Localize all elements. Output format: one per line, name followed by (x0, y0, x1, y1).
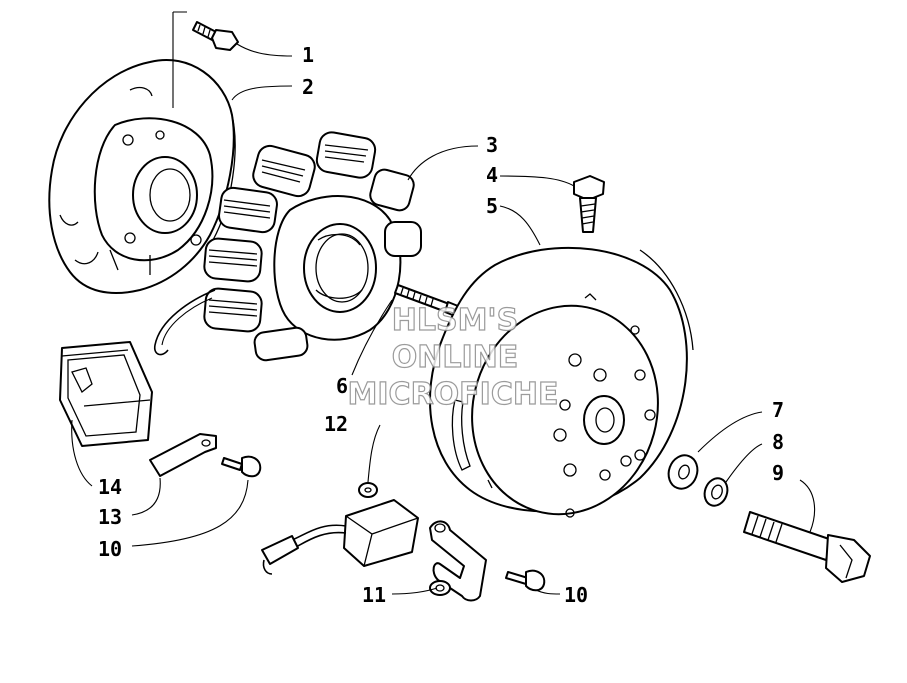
watermark-line-1: HLSM'S (392, 303, 518, 338)
part-screw-10a (221, 455, 262, 478)
part-flywheel-bolt-9 (743, 511, 871, 583)
callout-labels: 1 2 3 4 5 6 7 8 9 10 10 11 12 13 14 (98, 43, 784, 607)
callout-8: 8 (772, 430, 784, 454)
callout-6: 6 (336, 374, 348, 398)
callout-3: 3 (486, 133, 498, 157)
part-stator-housing (48, 59, 236, 294)
callout-1: 1 (302, 43, 314, 67)
callout-5: 5 (486, 194, 498, 218)
callout-7: 7 (772, 398, 784, 422)
part-plate-14 (59, 341, 153, 447)
watermark: HLSM'S ONLINE MICROFICHE (347, 302, 559, 412)
part-lockwasher-8 (703, 477, 729, 507)
callout-10-right: 10 (564, 583, 588, 607)
watermark-line-3: MICROFICHE (348, 377, 559, 412)
callout-9: 9 (772, 461, 784, 485)
part-washer-7 (667, 454, 699, 490)
callout-10-left: 10 (98, 537, 122, 561)
part-bolt-4 (573, 175, 605, 233)
part-bracket-11 (429, 520, 487, 602)
callout-12: 12 (324, 412, 348, 436)
part-flywheel (429, 246, 694, 518)
part-bolt-1 (192, 21, 239, 51)
callout-11: 11 (362, 583, 386, 607)
part-screw-10b (505, 569, 546, 592)
leader-lines (71, 11, 816, 595)
part-stator-coils (153, 131, 422, 362)
callout-14: 14 (98, 475, 122, 499)
watermark-line-2: ONLINE (392, 340, 519, 375)
part-bracket-13 (149, 433, 217, 477)
part-rectifier-module (261, 482, 419, 575)
callout-13: 13 (98, 505, 122, 529)
callout-2: 2 (302, 75, 314, 99)
callout-4: 4 (486, 163, 498, 187)
